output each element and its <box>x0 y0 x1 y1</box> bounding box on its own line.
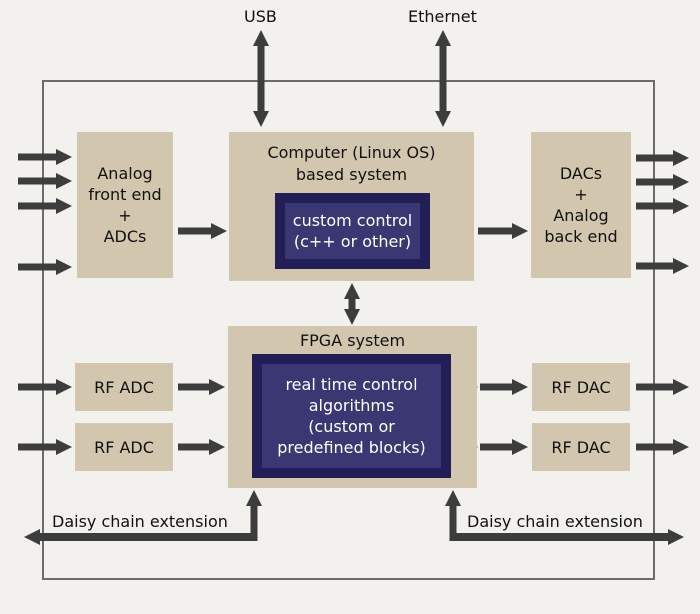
custom-control-line-2: (c++ or other) <box>293 232 412 251</box>
analog-input-arrow-2 <box>18 173 72 189</box>
usb-arrow <box>253 30 269 127</box>
dacs-line-2: + <box>574 185 588 204</box>
analog-input-arrow-4 <box>18 259 72 275</box>
system-boundary <box>42 80 655 580</box>
ethernet-arrow <box>435 30 451 127</box>
rf-output-arrow-1 <box>636 379 689 395</box>
dacs-line-4: back end <box>544 227 618 246</box>
computer-system-line-2: based system <box>295 165 408 184</box>
rf-adc-block-1: RF ADC <box>75 363 173 411</box>
dacs-line-3: Analog <box>553 206 609 225</box>
computer-fpga-arrow <box>344 283 360 325</box>
fpga-system-label: FPGA system <box>299 331 406 350</box>
analog-input-arrow-3 <box>18 198 72 214</box>
daisy-chain-right-arrow <box>445 490 684 545</box>
rf-adc-to-fpga-arrow-2 <box>178 439 225 455</box>
fpga-to-rf-dac-arrow-2 <box>480 439 528 455</box>
dacs-line-1: DACs <box>559 164 603 183</box>
daisy-chain-left-arrow <box>24 490 262 545</box>
rf-input-arrow-1 <box>18 379 72 395</box>
custom-control-block: custom control (c++ or other) <box>275 193 430 269</box>
analog-output-arrow-2 <box>636 174 689 190</box>
analog-input-arrow-1 <box>18 149 72 165</box>
realtime-control-line-3: (custom or <box>308 417 395 436</box>
analog-front-end-line-1: Analog <box>97 164 153 183</box>
realtime-control-line-1: real time control <box>285 375 418 394</box>
analog-front-end-block: Analog front end + ADCs <box>77 132 173 278</box>
daisy-chain-left-label: Daisy chain extension <box>52 512 228 531</box>
rf-adc-to-fpga-arrow-1 <box>178 379 225 395</box>
analog-front-end-line-3: + <box>118 206 132 225</box>
realtime-control-block: real time control algorithms (custom or … <box>252 354 451 478</box>
realtime-control-line-4: predefined blocks) <box>277 438 426 457</box>
computer-system-line-1: Computer (Linux OS) <box>267 143 436 162</box>
analog-output-arrow-3 <box>636 198 689 214</box>
frontend-to-computer-arrow <box>178 223 227 239</box>
usb-label: USB <box>244 7 277 26</box>
rf-dac-block-2: RF DAC <box>532 423 630 471</box>
rf-input-arrow-2 <box>18 439 72 455</box>
dacs-block: DACs + Analog back end <box>531 132 631 278</box>
daisy-chain-right-label: Daisy chain extension <box>467 512 643 531</box>
analog-front-end-line-2: front end <box>88 185 162 204</box>
analog-output-arrow-4 <box>636 258 689 274</box>
fpga-to-rf-dac-arrow-1 <box>480 379 528 395</box>
analog-front-end-line-4: ADCs <box>103 227 147 246</box>
rf-adc-block-2: RF ADC <box>75 423 173 471</box>
rf-output-arrow-2 <box>636 439 689 455</box>
realtime-control-line-2: algorithms <box>308 396 395 415</box>
ethernet-label: Ethernet <box>408 7 477 26</box>
computer-to-dacs-arrow <box>478 223 528 239</box>
rf-dac-block-1: RF DAC <box>532 363 630 411</box>
analog-output-arrow-1 <box>636 150 689 166</box>
custom-control-line-1: custom control <box>292 211 413 230</box>
